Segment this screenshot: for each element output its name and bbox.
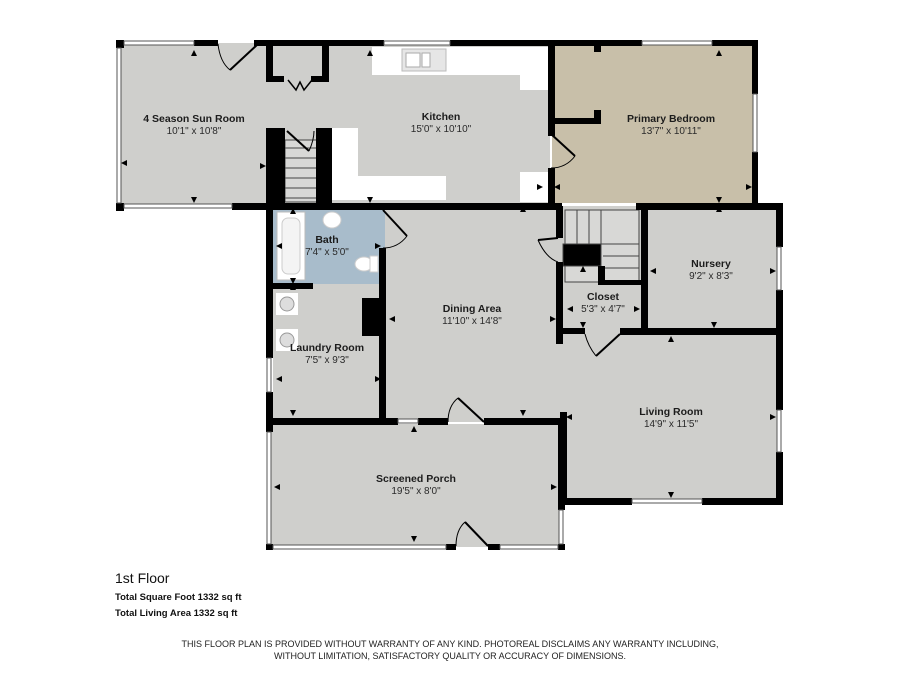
room-dim-laundry-room: 7'5" x 9'3" (305, 355, 349, 366)
room-name-closet: Closet (587, 291, 620, 303)
room-dim-screened-porch: 19'5" x 8'0" (391, 486, 441, 497)
room-name-kitchen: Kitchen (422, 111, 461, 123)
room-name-sun-room: 4 Season Sun Room (143, 113, 245, 125)
toilet-tank-icon (369, 255, 379, 273)
sink-basin-icon (421, 52, 431, 68)
room-name-laundry-room: Laundry Room (290, 342, 364, 354)
fridge (520, 172, 548, 202)
kitchen-counter-island (331, 128, 446, 200)
windows (116, 40, 782, 550)
room-name-screened-porch: Screened Porch (376, 473, 456, 485)
disclaimer-line-1: THIS FLOOR PLAN IS PROVIDED WITHOUT WARR… (181, 639, 719, 649)
dining-floor (385, 206, 560, 422)
floors (118, 43, 780, 547)
room-dim-primary-bedroom: 13'7" x 10'11" (641, 126, 701, 137)
dimension-markers (121, 50, 776, 542)
room-name-living-room: Living Room (639, 406, 703, 418)
floor-title: 1st Floor (115, 570, 170, 586)
room-dim-closet: 5'3" x 4'7" (581, 304, 625, 315)
stairs-right (562, 209, 640, 283)
nursery-floor (644, 206, 778, 330)
room-dim-sun-room: 10'1" x 10'8" (167, 126, 222, 137)
room-name-nursery: Nursery (691, 258, 731, 270)
room-name-dining-area: Dining Area (443, 303, 502, 315)
washer-drum-icon (279, 296, 295, 312)
bath-sink-icon (322, 211, 342, 229)
dryer-drum-icon (279, 332, 295, 348)
room-labels: 4 Season Sun Room 10'1" x 10'8" Kitchen … (143, 111, 733, 497)
disclaimer: THIS FLOOR PLAN IS PROVIDED WITHOUT WARR… (0, 638, 900, 662)
bathtub-basin-icon (281, 217, 301, 275)
doors (217, 43, 621, 547)
disclaimer-line-2: WITHOUT LIMITATION, SATISFACTORY QUALITY… (273, 651, 627, 661)
total-square-foot: Total Square Foot 1332 sq ft (115, 592, 242, 603)
room-dim-dining-area: 11'10" x 14'8" (442, 316, 502, 327)
porch-floor (270, 424, 562, 547)
sink-basin-icon (405, 52, 421, 68)
room-dim-nursery: 9'2" x 8'3" (689, 271, 733, 282)
total-living-area: Total Living Area 1332 sq ft (115, 608, 238, 619)
room-dim-living-room: 14'9" x 11'5" (644, 419, 699, 430)
room-dim-kitchen: 15'0" x 10'10" (411, 124, 472, 135)
room-name-bath: Bath (315, 234, 338, 246)
walls (116, 40, 783, 550)
living-floor (560, 332, 780, 500)
room-dim-bath: 7'4" x 5'0" (305, 247, 349, 258)
room-name-primary-bedroom: Primary Bedroom (627, 113, 715, 125)
